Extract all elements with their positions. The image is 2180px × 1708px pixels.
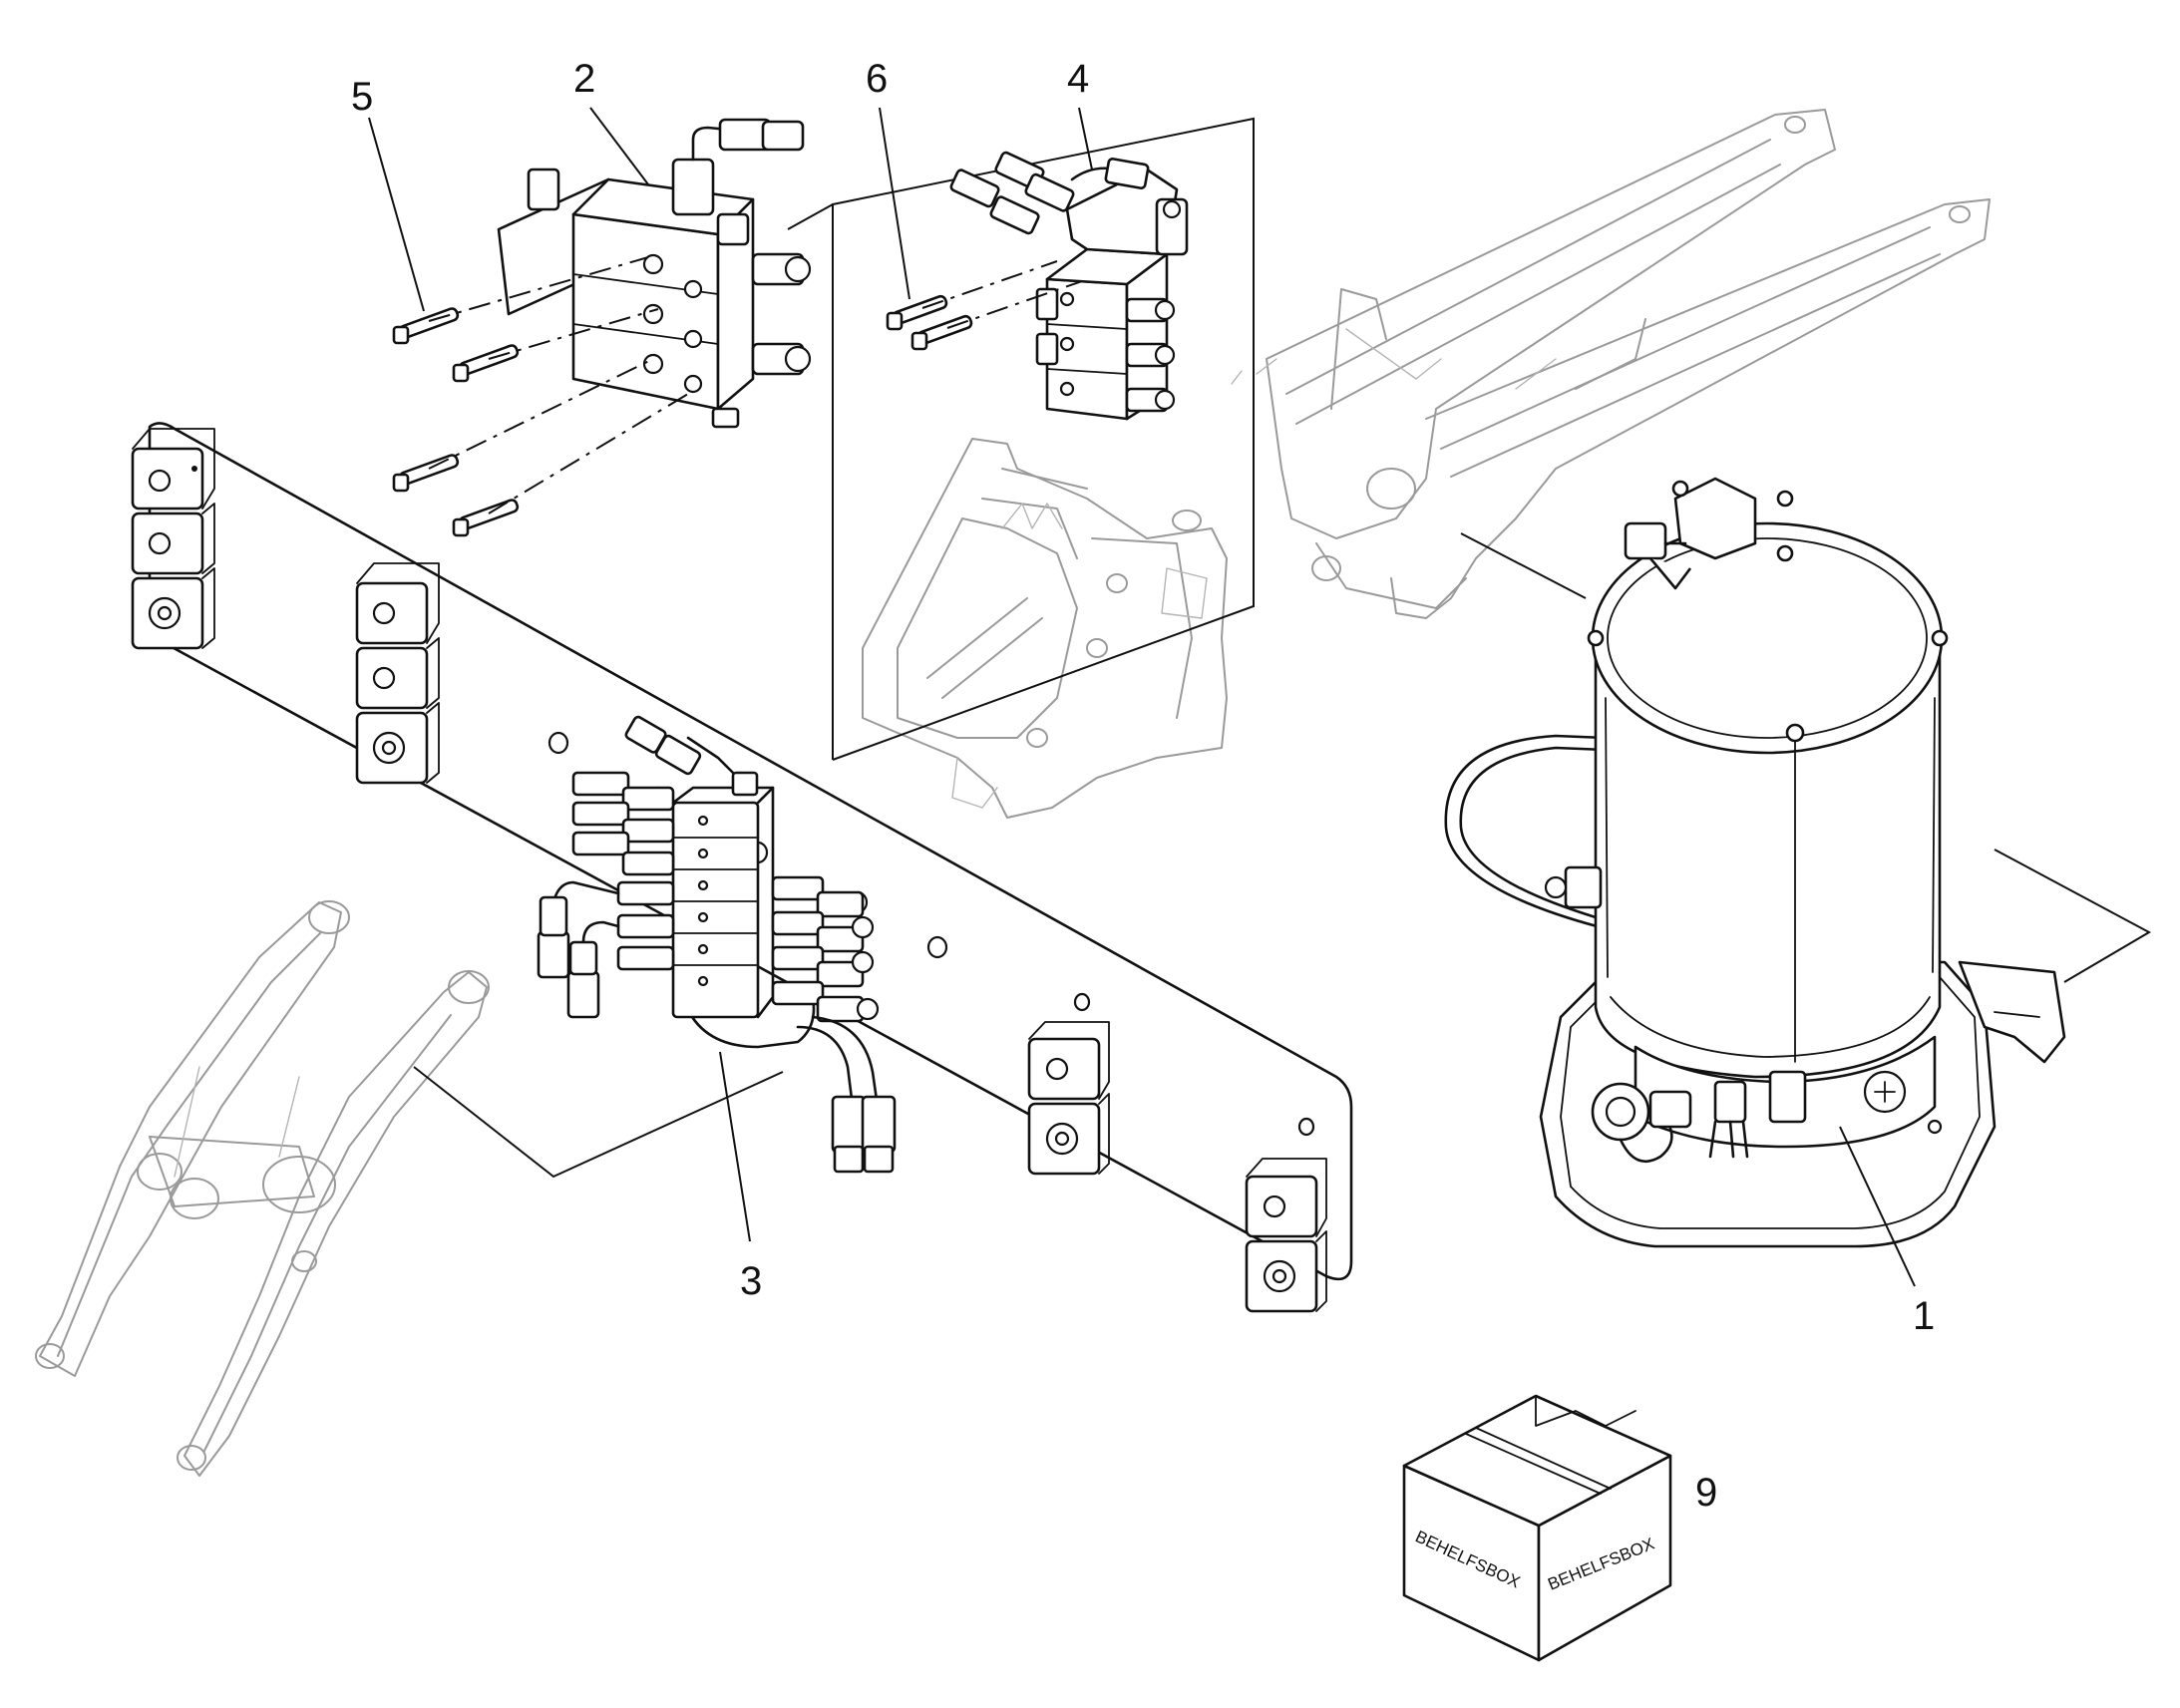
arm-reference-line <box>413 1066 784 1179</box>
distributor-block-3 <box>537 715 897 1174</box>
loader-arm-assembly <box>35 900 490 1477</box>
callout-4: 4 <box>1067 57 1089 101</box>
leader-line-6 <box>879 107 910 300</box>
center-frame-section <box>862 438 1228 819</box>
plate-block-third-column <box>1027 1021 1110 1176</box>
leader-line-2 <box>589 107 649 185</box>
pump-reference-line <box>1994 849 2152 983</box>
distributor-block-2 <box>497 118 812 429</box>
leader-line-3 <box>719 1051 751 1242</box>
screw-axis-lines-5 <box>428 256 689 514</box>
leader-line-1 <box>1839 1126 1916 1287</box>
plate-block-left-column <box>131 428 215 650</box>
boom-structure <box>1231 109 1991 619</box>
callout-1: 1 <box>1913 1294 1935 1338</box>
distributor-block-4 <box>949 151 1189 421</box>
screws-6 <box>886 294 973 351</box>
leader-line-4 <box>1078 107 1093 171</box>
plate-block-second-column <box>355 562 440 785</box>
callout-3: 3 <box>740 1259 762 1303</box>
leader-line-5 <box>368 117 425 312</box>
screws-5 <box>392 307 520 537</box>
lubrication-pump-1 <box>1444 477 2066 1248</box>
frame-reference-box-4 <box>832 117 1255 761</box>
frame-reference-box-2 <box>787 203 834 230</box>
plate-block-right-column <box>1245 1158 1327 1313</box>
callout-2: 2 <box>573 57 595 101</box>
boom-reference-line <box>1460 532 1587 599</box>
callout-9: 9 <box>1695 1471 1717 1515</box>
callout-5: 5 <box>351 75 373 119</box>
behelfsbox-9: BEHELFSBOX BEHELFSBOX <box>1402 1394 1672 1662</box>
callout-6: 6 <box>866 57 888 101</box>
